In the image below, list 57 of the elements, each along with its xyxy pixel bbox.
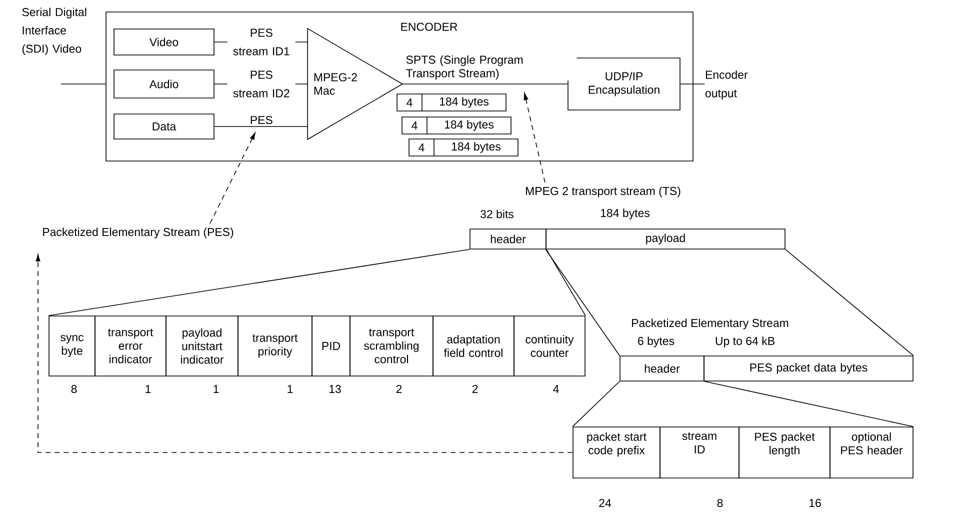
leader-arrow — [210, 132, 256, 224]
process-box: header — [620, 356, 704, 382]
field-cell: payload unitstart indicator — [166, 316, 238, 376]
expansion-line — [785, 248, 914, 356]
expansion-line — [48, 248, 470, 316]
leader-arrow — [36, 254, 573, 453]
size-label: 2 — [472, 384, 478, 393]
field-cell: packet start code prefix — [572, 426, 660, 478]
process-box: Data — [114, 114, 214, 140]
packet-box: 4 184 bytes — [402, 116, 512, 134]
process-box: Video — [114, 28, 214, 56]
leader-arrow — [524, 92, 546, 183]
size-label: 2 — [396, 384, 402, 393]
edge-label: PES — [248, 114, 274, 126]
input-caption: Serial Digital Interface (SDI) Video — [22, 8, 86, 56]
field-cell: optional PES header — [830, 426, 914, 478]
edge-label: SPTS (Single Program Transport Stream) — [404, 54, 577, 81]
size-label: Up to 64 kB — [716, 336, 774, 348]
process-box: Audio — [114, 70, 214, 98]
edge-label: PES stream ID1 — [227, 28, 296, 56]
field-cell: sync byte — [48, 316, 96, 376]
size-label: 6 bytes — [638, 336, 674, 348]
size-label: 1 — [146, 385, 151, 393]
size-label: 1 — [214, 385, 219, 393]
process-box: PES packet data bytes — [704, 356, 914, 382]
edge-label: PES stream ID2 — [227, 70, 296, 98]
field-cell: adaptation field control — [432, 316, 514, 376]
field-cell: continuity counter — [514, 316, 586, 376]
size-label: 24 — [599, 498, 612, 507]
size-label: 8 — [717, 498, 723, 508]
process-box: header — [470, 228, 546, 250]
size-label: 184 bytes — [600, 208, 650, 220]
size-label: 32 bits — [480, 210, 514, 218]
process-box: UDP/IP Encapsulation — [568, 58, 680, 110]
field-cell: PES packet length — [738, 426, 830, 478]
field-cell: stream ID — [660, 426, 740, 478]
field-cell: PID — [312, 316, 350, 376]
connector-line — [214, 126, 308, 127]
field-cell: transport error indicator — [94, 316, 166, 376]
size-label: 4 — [553, 385, 559, 393]
expansion-line — [572, 381, 620, 427]
packet-box: 4 184 bytes — [396, 94, 506, 112]
size-label: 8 — [71, 384, 77, 394]
output-caption: Encoder output — [706, 70, 748, 100]
field-cell: transport priority — [238, 316, 312, 376]
stream-caption: Packetized Elementary Stream (PES) — [43, 228, 234, 238]
expansion-line — [545, 248, 620, 356]
expansion-line — [546, 248, 586, 316]
field-cell: transport scrambling control — [350, 316, 434, 376]
process-box: payload — [546, 228, 786, 250]
size-label: 16 — [809, 498, 821, 508]
packet-title: Packetized Elementary Stream — [632, 318, 788, 330]
size-label: 13 — [330, 384, 341, 394]
size-label: 1 — [288, 385, 293, 393]
packet-box: 4 184 bytes — [408, 138, 518, 156]
stream-caption: MPEG 2 transport stream (TS) — [526, 186, 680, 198]
expansion-line — [704, 381, 914, 427]
